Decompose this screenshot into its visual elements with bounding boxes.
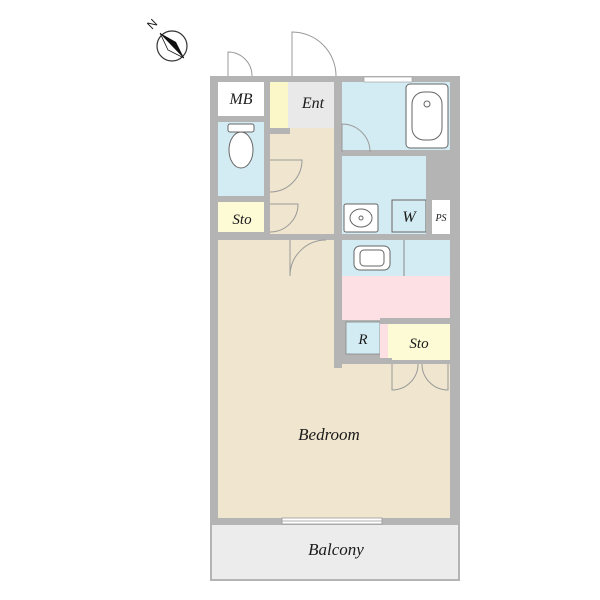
meter-box [218, 82, 264, 116]
hall-storage-label: Sto [232, 212, 252, 228]
north-arrow-icon: N [144, 16, 188, 62]
washbasin-icon [343, 203, 379, 233]
balcony-label: Balcony [308, 540, 364, 559]
meter-box-label: MB [228, 91, 252, 108]
pipe-space-label: PS [434, 213, 446, 224]
washer-label: W [402, 209, 417, 226]
refrigerator-label: R [357, 332, 367, 348]
hall-storage [218, 202, 264, 232]
washer-space [391, 199, 427, 233]
kitchen-sink-icon [353, 245, 391, 271]
bedroom-label: Bedroom [298, 425, 360, 444]
interior-walls [218, 82, 450, 368]
kitchen-passage [380, 320, 388, 364]
bathtub-icon [405, 83, 449, 149]
closet-storage [388, 324, 450, 360]
pipe-space [432, 200, 450, 234]
bedroom-floor [218, 240, 450, 518]
door-swing-icon [227, 31, 337, 77]
entrance-step [270, 82, 288, 128]
door-swing-icon [269, 123, 449, 391]
balcony [210, 523, 460, 581]
entrance-floor [288, 82, 334, 128]
entrance-label: Ent [301, 95, 325, 112]
compass-label: N [144, 16, 160, 32]
toilet-icon [227, 123, 255, 169]
kitchen-floor [342, 276, 450, 320]
corridor-floor [270, 128, 334, 234]
sliding-window-icon [281, 76, 413, 525]
refrigerator-space [345, 321, 381, 355]
closet-storage-label: Sto [409, 336, 429, 352]
